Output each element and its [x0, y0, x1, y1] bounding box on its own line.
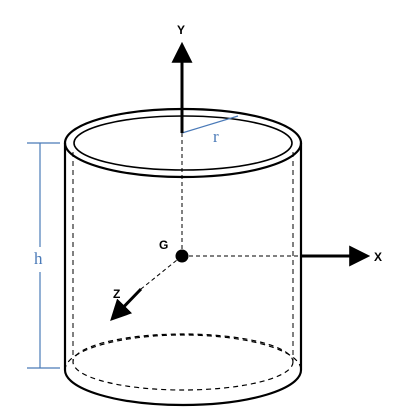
x-axis-label: X	[374, 250, 382, 264]
z-axis-label: Z	[113, 287, 120, 301]
reference-lines	[140, 133, 302, 290]
radius-line	[181, 115, 239, 134]
bottom-rim-outer-front	[63, 369, 303, 407]
height-label: h	[34, 249, 43, 268]
z-dashed-line	[140, 255, 183, 290]
centroid-point	[175, 249, 189, 263]
cylinder	[63, 107, 303, 407]
z-axis-arrow	[110, 287, 143, 322]
radius-label: r	[213, 127, 219, 146]
y-axis-label: Y	[177, 23, 185, 37]
bottom-rim-outer-back	[64, 334, 302, 371]
centroid-label: G	[159, 238, 168, 252]
bottom-rim-inner-hidden	[72, 333, 294, 391]
height-dimension	[27, 142, 60, 369]
